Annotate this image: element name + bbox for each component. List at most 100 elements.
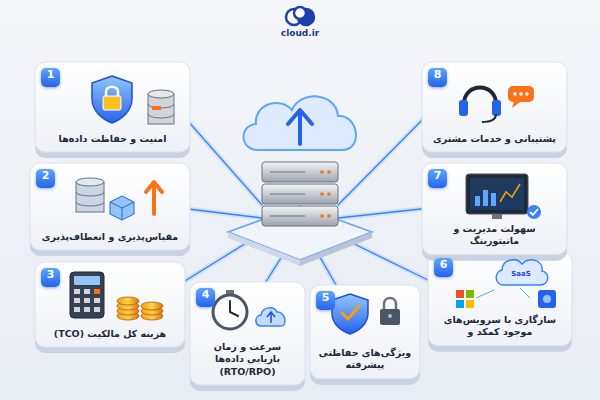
- stopwatch-icon: [213, 295, 247, 329]
- database-icon: [152, 106, 161, 110]
- server-led: [320, 192, 324, 196]
- panel-title: امنیت و حفاظت داده‌ها: [43, 133, 182, 145]
- stopwatch-icon: [213, 290, 285, 329]
- panel-title: هزینه کل مالکیت (TCO): [43, 328, 177, 340]
- calculator-key: [84, 307, 90, 312]
- tile-face: [310, 285, 420, 379]
- cube-icon: [110, 202, 134, 220]
- glow-wire: [338, 208, 430, 218]
- cube-icon: [110, 196, 134, 220]
- check-badge: [530, 209, 538, 215]
- check-badge: [527, 205, 541, 219]
- chart-line: [500, 184, 520, 202]
- server-vent: [270, 216, 305, 217]
- lock-icon: [106, 87, 118, 97]
- calculator-key: [84, 298, 90, 303]
- server-vent: [270, 172, 305, 216]
- calculator-key: [94, 289, 100, 294]
- panel-title: مقیاس‌پذیری و انعطاف‌پذیری: [38, 231, 182, 243]
- logo-icon: [294, 7, 306, 19]
- chat-bubble: [513, 92, 517, 96]
- calculator-coins-icon: [70, 272, 163, 320]
- database-icon: [76, 178, 104, 186]
- arrow-up-icon: [146, 182, 162, 214]
- glow-wire: [180, 208, 262, 218]
- tile-face: [428, 252, 572, 346]
- server-led: [320, 170, 324, 174]
- callout-number: 6: [434, 258, 453, 277]
- monitor-icon: [470, 178, 524, 210]
- chart-bar: [491, 193, 496, 206]
- chat-bubble: [512, 102, 520, 108]
- server-led: [320, 214, 324, 218]
- calculator-key: [74, 289, 100, 312]
- saas-label: SaaS: [511, 270, 531, 278]
- hub-platform: [228, 206, 372, 260]
- chat-bubble: [519, 92, 523, 96]
- tile-face: [30, 163, 190, 250]
- callout-number: 1: [41, 68, 60, 87]
- calculator-key: [84, 289, 90, 294]
- coin-stack: [141, 302, 163, 310]
- server-unit: [262, 184, 338, 204]
- feature-panel: 1 امنیت و حفاظت داده‌ها: [35, 62, 190, 157]
- calculator-key: [74, 298, 80, 303]
- cloud-server-hub: [228, 96, 372, 266]
- windows-logo: [456, 290, 464, 298]
- panel-title: سرعت و زمان بازیابی داده‌ها (RTO/RPO): [198, 341, 297, 378]
- callout-number: 8: [428, 68, 447, 87]
- calculator-icon: [74, 276, 100, 285]
- coin-stack: [117, 297, 139, 305]
- chart-bar: [483, 190, 488, 206]
- platform-tile: [422, 163, 567, 261]
- hub-platform: [228, 232, 300, 266]
- server-unit: [262, 162, 338, 182]
- integration-icon: [456, 260, 556, 308]
- coin-stack: [117, 297, 163, 320]
- database-icon: [148, 90, 174, 124]
- platform-tiles: [30, 62, 572, 391]
- platform-tile: [30, 163, 190, 256]
- tile-face: [35, 262, 185, 347]
- lock-icon: [103, 96, 121, 110]
- hub-platform: [300, 232, 372, 266]
- feature-panel: 3هزینه کل مالکیت (TCO): [35, 262, 185, 352]
- server-led: [320, 170, 331, 218]
- advanced-protection-icon: [332, 294, 400, 334]
- feature-panel: 5ویژگی‌های حفاظتی پیشرفته: [310, 285, 420, 384]
- server-led: [327, 214, 331, 218]
- callout-number: 7: [428, 169, 447, 188]
- database-icon: [148, 104, 174, 118]
- feature-panel: 2 مقیاس‌پذیری و انعطاف‌پذیری: [30, 163, 190, 255]
- glow-wire: [338, 208, 430, 218]
- chart-bar: [475, 196, 480, 206]
- lock-icon: [384, 298, 396, 310]
- tile-face: [422, 163, 567, 255]
- platform-tile: [190, 282, 305, 391]
- headset-icon: [459, 86, 534, 122]
- monitor-icon: [492, 214, 502, 219]
- cloud-icon: [243, 96, 356, 150]
- feature-panel: 4سرعت و زمان بازیابی داده‌ها (RTO/RPO): [190, 282, 305, 390]
- lock-icon: [380, 309, 400, 325]
- platform-tile: [428, 252, 572, 352]
- windows-logo: [466, 300, 474, 308]
- monitor-icon: [466, 174, 541, 219]
- cloud-icon: [256, 308, 285, 326]
- calculator-key: [74, 289, 80, 294]
- app-icon: [543, 295, 551, 303]
- headset-icon: [482, 114, 496, 122]
- platform-tile: [35, 62, 190, 158]
- panel-title: ویژگی‌های حفاظتی پیشرفته: [318, 347, 412, 372]
- panel-title: سهولت مدیریت و مانیتورینگ: [430, 223, 559, 248]
- headset-icon: [464, 88, 496, 105]
- headset-icon: [459, 100, 468, 116]
- server-vent: [270, 194, 305, 195]
- glow-wire: [180, 208, 262, 218]
- database-icon: [76, 192, 104, 206]
- check-icon: [342, 306, 359, 319]
- scaling-icon: [76, 178, 162, 220]
- calculator-icon: [70, 272, 104, 318]
- headset-icon: [492, 100, 501, 116]
- callout-number: 2: [36, 169, 55, 188]
